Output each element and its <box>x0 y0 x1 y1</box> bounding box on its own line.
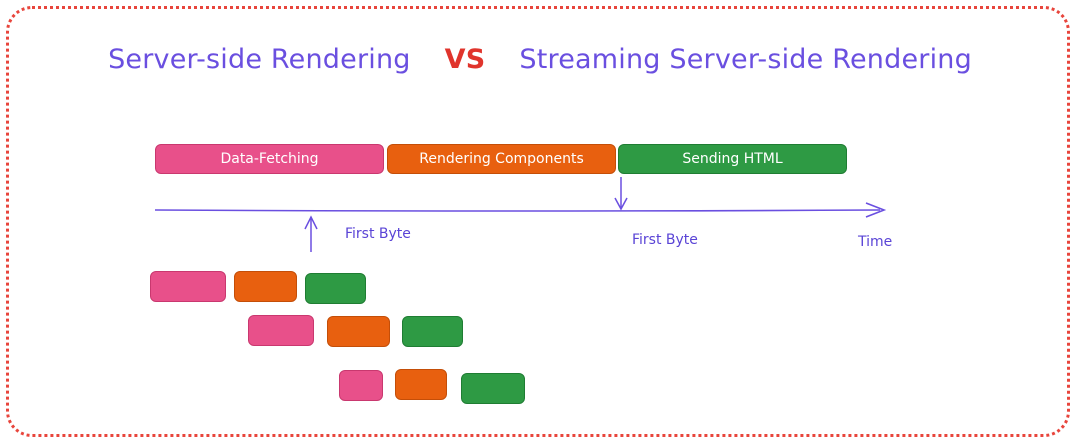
chunk-1-data-fetching <box>150 271 226 302</box>
stage-sending-html: Sending HTML <box>618 144 847 174</box>
stage-data-fetching: Data-Fetching <box>155 144 384 174</box>
chunk-2-rendering <box>327 316 390 347</box>
chunk-3-rendering <box>395 369 447 400</box>
diagram-frame <box>6 6 1070 437</box>
chunk-3-data-fetching <box>339 370 383 401</box>
time-axis-arrowhead <box>865 202 887 218</box>
time-label: Time <box>858 234 893 250</box>
title-streaming-ssr: Streaming Server-side Rendering <box>519 44 972 75</box>
stage-rendering-components-label: Rendering Components <box>419 151 584 167</box>
stage-rendering-components: Rendering Components <box>387 144 616 174</box>
chunk-3-sending <box>461 373 525 404</box>
chunk-1-sending <box>305 273 366 304</box>
stage-data-fetching-label: Data-Fetching <box>220 151 319 167</box>
diagram-title: Server-side Rendering VS Streaming Server-… <box>0 44 1080 75</box>
chunk-1-rendering <box>234 271 297 302</box>
streaming-first-byte-arrowhead <box>304 215 318 230</box>
ssr-first-byte-label: First Byte <box>632 232 698 248</box>
stage-sending-html-label: Sending HTML <box>682 151 783 167</box>
title-vs: VS <box>444 44 486 75</box>
chunk-2-sending <box>402 316 463 347</box>
streaming-first-byte-label: First Byte <box>345 226 411 242</box>
title-ssr: Server-side Rendering <box>108 44 411 75</box>
ssr-first-byte-arrowhead <box>614 197 628 211</box>
time-axis <box>154 209 881 212</box>
chunk-2-data-fetching <box>248 315 314 346</box>
